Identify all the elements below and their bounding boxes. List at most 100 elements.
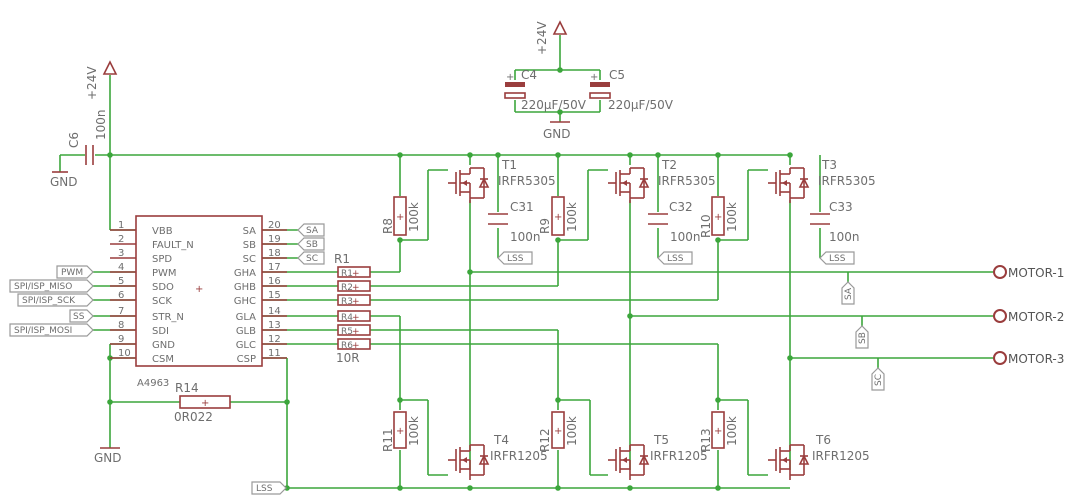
ic-pin-number: 14: [268, 306, 281, 317]
mosfet-t3: [768, 167, 810, 203]
svg-text:100n: 100n: [829, 230, 860, 244]
svg-text:+24V: +24V: [535, 21, 549, 55]
svg-text:100n: 100n: [510, 230, 541, 244]
gnd-symbol-caps: GND: [543, 121, 571, 141]
svg-text:100k: 100k: [725, 202, 739, 232]
capacitor-c32: C32 100n: [648, 200, 701, 244]
resistor-r9: + R9 100k: [538, 196, 579, 236]
svg-text:220µF/50V: 220µF/50V: [521, 98, 587, 112]
ic-right-pins: 20SA19SB18SC17GHA16GHB15GHC14GLA13GLB12G…: [234, 220, 287, 365]
svg-text:LSS: LSS: [256, 484, 273, 494]
port-spi-mosi: SPI/ISP_MOSI: [9, 323, 94, 337]
svg-text:SA: SA: [844, 287, 854, 300]
svg-text:SS: SS: [73, 312, 85, 322]
ic-pin-number: 9: [118, 334, 124, 345]
svg-text:GND: GND: [94, 451, 122, 465]
ic-pin-number: 12: [268, 334, 281, 345]
svg-text:220µF/50V: 220µF/50V: [608, 98, 674, 112]
svg-text:SB: SB: [858, 332, 868, 344]
svg-text:SC: SC: [306, 254, 318, 264]
supply-24v-left: +24V: [85, 60, 118, 100]
port-sc-phase: SC: [871, 367, 885, 391]
ic-pin-name: CSP: [237, 354, 256, 365]
ic-pin-number: 16: [268, 276, 281, 287]
fet-t1-name: T1: [501, 158, 517, 172]
ic-pin-name: GLA: [236, 312, 257, 323]
ic-pin-number: 11: [268, 348, 281, 359]
mosfet-t1: [448, 167, 490, 203]
mosfet-group: [448, 167, 810, 480]
gate-resistor-label: R3: [341, 297, 353, 307]
mosfet-t2: [608, 167, 650, 203]
svg-text:R10: R10: [699, 214, 713, 238]
junctions: [107, 67, 793, 491]
ic-pin-name: PWM: [152, 268, 177, 279]
svg-text:100k: 100k: [407, 202, 421, 232]
ic-left-pins: 1VBB2FAULT_N3SPD4PWM5SDO6SCK7STR_N8SDI9G…: [110, 220, 194, 365]
ic-pin-name: SA: [243, 226, 257, 237]
gate-resistor-label: R6: [341, 341, 353, 351]
fet-t1-part: IRFR5305: [498, 174, 556, 188]
gate-bank-first-label: R1: [334, 252, 350, 266]
gate-resistor-r6: R6+: [337, 338, 371, 351]
mosfet-t5: [608, 444, 650, 480]
svg-text:+: +: [590, 72, 598, 83]
fet-t4-name: T4: [493, 433, 509, 447]
gnd-symbol-c6: GND: [50, 171, 78, 189]
svg-text:R14: R14: [175, 381, 199, 395]
ic-pin-number: 8: [118, 320, 124, 331]
svg-text:+: +: [201, 398, 209, 409]
svg-text:PWM: PWM: [61, 268, 83, 278]
svg-text:R12: R12: [538, 428, 552, 452]
ic-pin-number: 19: [268, 234, 281, 245]
gate-bank-value: 10R: [336, 351, 360, 365]
ic-pin-name: CSM: [152, 354, 174, 365]
svg-text:SC: SC: [874, 374, 884, 386]
ic-pin-name: GHB: [234, 282, 256, 293]
svg-text:C5: C5: [609, 68, 625, 82]
svg-text:R8: R8: [381, 218, 395, 234]
capacitor-c5: + C5 220µF/50V: [589, 68, 674, 112]
port-lss-c31: LSS: [497, 251, 533, 265]
svg-text:LSS: LSS: [507, 254, 524, 264]
svg-text:SPI/ISP_MOSI: SPI/ISP_MOSI: [14, 326, 72, 336]
ic-pin-name: SDO: [152, 282, 174, 293]
port-ss: SS: [69, 309, 94, 323]
ic-pin-name: SB: [243, 240, 256, 251]
fet-t6-name: T6: [815, 433, 831, 447]
svg-text:+: +: [195, 284, 203, 295]
svg-text:+: +: [396, 212, 404, 223]
resistor-r12: + R12 100k: [538, 411, 579, 452]
wires: [59, 35, 995, 489]
port-sb-ic: SB: [297, 237, 325, 251]
ic-pin-name: FAULT_N: [152, 240, 194, 251]
resistor-r11: + R11 100k: [381, 411, 421, 452]
svg-text:LSS: LSS: [829, 254, 846, 264]
svg-text:100k: 100k: [565, 416, 579, 446]
svg-text:+24V: +24V: [85, 66, 99, 100]
svg-text:GND: GND: [543, 127, 571, 141]
svg-text:+: +: [352, 269, 360, 279]
ic-pin-name: SPD: [152, 254, 172, 265]
svg-text:100n: 100n: [94, 109, 108, 140]
svg-text:C6: C6: [67, 132, 81, 148]
svg-text:100k: 100k: [407, 416, 421, 446]
svg-text:100k: 100k: [565, 202, 579, 232]
svg-text:MOTOR-3: MOTOR-3: [1008, 352, 1064, 366]
svg-text:R13: R13: [699, 428, 713, 452]
fet-t2-name: T2: [661, 158, 677, 172]
port-spi-miso: SPI/ISP_MISO: [9, 279, 94, 293]
motor-connector-3: MOTOR-3: [993, 351, 1064, 366]
capacitor-c31: C31 100n: [488, 200, 541, 244]
gnd-symbol-ic: GND: [94, 447, 122, 465]
